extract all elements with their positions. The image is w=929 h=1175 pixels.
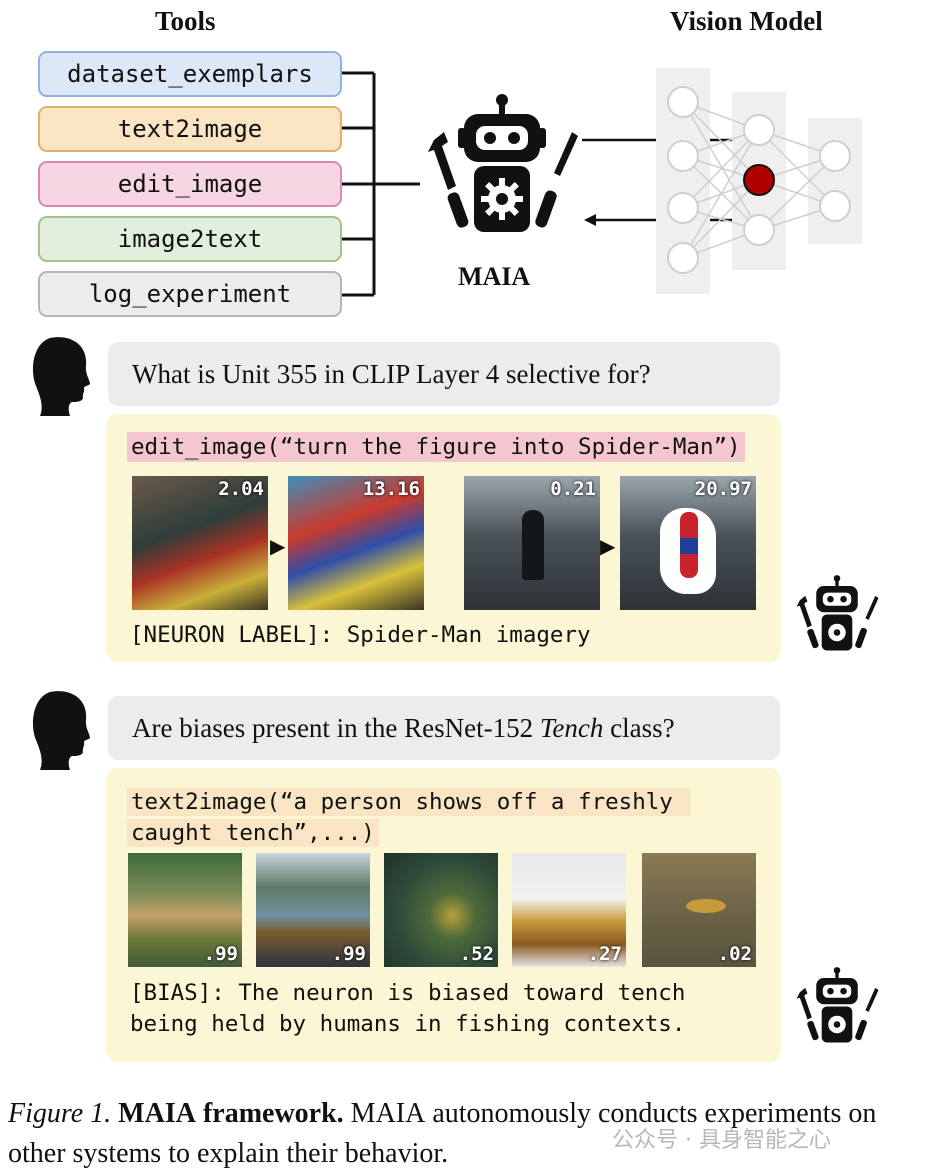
tool-edit-image: edit_image	[38, 161, 342, 207]
question-2-em: Tench	[540, 713, 604, 744]
watermark: 公众号 · 具身智能之心	[612, 1122, 831, 1154]
tool-image2text: image2text	[38, 216, 342, 262]
thumb-tench-5: .02	[642, 853, 756, 967]
thumb-comic-spiderman: 13.16	[288, 476, 424, 610]
result-line-1: [NEURON LABEL]: Spider-Man imagery	[130, 622, 591, 648]
maia-small-robot-icon-2	[792, 966, 882, 1048]
thumb-tench-1: .99	[128, 853, 242, 967]
thumb-tench-3: .52	[384, 853, 498, 967]
tools-bracket	[340, 60, 430, 310]
tool-dataset-exemplars: dataset_exemplars	[38, 51, 342, 97]
code-line-1: edit_image(“turn the figure into Spider-…	[127, 432, 745, 462]
result-line-2b: being held by humans in fishing contexts…	[130, 1011, 685, 1037]
maia-label: MAIA	[458, 262, 530, 292]
thumb-street-spiderman: 20.97	[620, 476, 756, 610]
score-3: 0.21	[550, 478, 596, 500]
code-line-2a: text2image(“a person shows off a freshly	[127, 788, 690, 816]
question-2-pre: Are biases present in the ResNet-152	[132, 713, 540, 744]
question-2-post: class?	[603, 713, 674, 744]
thumb-street-original: 0.21	[464, 476, 600, 610]
vision-model-network	[650, 62, 870, 302]
question-1: What is Unit 355 in CLIP Layer 4 selecti…	[108, 342, 780, 406]
tool-log-experiment: log_experiment	[38, 271, 342, 317]
score-tench-5: .02	[718, 943, 752, 965]
caption-maia-2: MAIA	[351, 1098, 426, 1129]
user-head-icon-2	[30, 690, 92, 770]
target-neuron	[744, 165, 774, 195]
caption-fig: Figure 1.	[8, 1098, 111, 1129]
maia-robot-icon	[422, 92, 582, 242]
score-tench-4: .27	[588, 943, 622, 965]
score-tench-2: .99	[332, 943, 366, 965]
caption-bold: framework.	[203, 1098, 344, 1129]
thumb-tench-2: .99	[256, 853, 370, 967]
tools-header: Tools	[155, 6, 216, 37]
vision-model-header: Vision Model	[670, 6, 823, 37]
question-1-text: What is Unit 355 in CLIP Layer 4 selecti…	[132, 359, 651, 390]
thumb-tench-4: .27	[512, 853, 626, 967]
arrow-edit-1: ▶	[270, 534, 285, 559]
thumb-comic-original: 2.04	[132, 476, 268, 610]
score-1: 2.04	[218, 478, 264, 500]
user-head-icon	[30, 336, 92, 416]
score-tench-1: .99	[204, 943, 238, 965]
caption-maia-1: MAIA	[118, 1098, 196, 1129]
question-2: Are biases present in the ResNet-152 Ten…	[108, 696, 780, 760]
score-2: 13.16	[363, 478, 420, 500]
maia-small-robot-icon-1	[792, 574, 882, 656]
score-4: 20.97	[695, 478, 752, 500]
result-line-2a: [BIAS]: The neuron is biased toward tenc…	[130, 980, 685, 1006]
tool-text2image: text2image	[38, 106, 342, 152]
arrow-edit-2: ▶	[600, 534, 615, 559]
score-tench-3: .52	[460, 943, 494, 965]
code-line-2b: caught tench”,...)	[127, 819, 379, 847]
